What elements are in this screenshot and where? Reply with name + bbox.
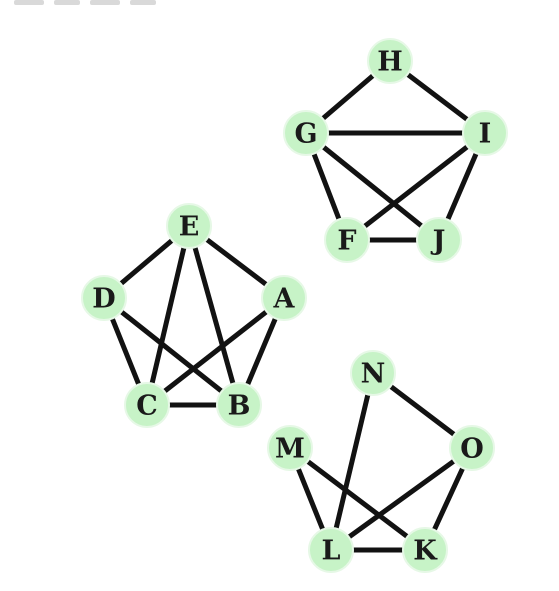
- node-circle: [283, 110, 329, 156]
- node-label: B: [228, 391, 251, 422]
- node-circle: [402, 527, 448, 573]
- node-circle: [350, 350, 396, 396]
- node-n: N: [350, 350, 396, 396]
- node-circle: [216, 382, 262, 428]
- node-circle: [416, 217, 462, 263]
- node-m: M: [267, 425, 313, 471]
- node-l: L: [308, 527, 354, 573]
- node-g: G: [283, 110, 329, 156]
- node-circle: [367, 38, 413, 84]
- edge-o-l: [328, 445, 475, 553]
- edge-m-k: [287, 445, 428, 553]
- node-label: C: [136, 391, 158, 422]
- top-title-fragment: [14, 0, 156, 5]
- node-h: H: [367, 38, 413, 84]
- node-label: E: [179, 212, 200, 243]
- edge-n-l: [328, 370, 376, 553]
- node-circle: [267, 425, 313, 471]
- node-k: K: [402, 527, 448, 573]
- node-label: F: [337, 226, 356, 257]
- edge-g-j: [303, 130, 442, 243]
- node-a: A: [261, 275, 307, 321]
- node-circle: [166, 203, 212, 249]
- node-c: C: [124, 382, 170, 428]
- node-j: J: [416, 217, 462, 263]
- nodes-layer: E D A C B H G I F J N M O L K: [81, 38, 508, 573]
- node-e: E: [166, 203, 212, 249]
- node-label: L: [322, 536, 341, 567]
- node-i: I: [462, 110, 508, 156]
- node-circle: [124, 382, 170, 428]
- node-label: J: [431, 226, 446, 257]
- node-label: K: [413, 536, 438, 567]
- node-circle: [324, 217, 370, 263]
- node-label: M: [275, 434, 305, 465]
- node-f: F: [324, 217, 370, 263]
- edge-d-b: [101, 295, 242, 408]
- node-label: G: [294, 119, 317, 150]
- edge-e-b: [186, 223, 242, 408]
- node-o: O: [449, 425, 495, 471]
- node-d: D: [81, 275, 127, 321]
- node-circle: [261, 275, 307, 321]
- node-circle: [81, 275, 127, 321]
- edge-c-a: [144, 295, 287, 408]
- node-circle: [449, 425, 495, 471]
- node-label: N: [361, 359, 386, 390]
- node-label: A: [273, 284, 296, 315]
- node-label: H: [377, 47, 403, 78]
- node-circle: [462, 110, 508, 156]
- node-label: D: [92, 284, 115, 315]
- node-b: B: [216, 382, 262, 428]
- node-circle: [308, 527, 354, 573]
- edge-i-f: [344, 130, 488, 243]
- edge-e-c: [144, 223, 192, 408]
- node-label: I: [479, 119, 492, 150]
- node-label: O: [460, 434, 484, 465]
